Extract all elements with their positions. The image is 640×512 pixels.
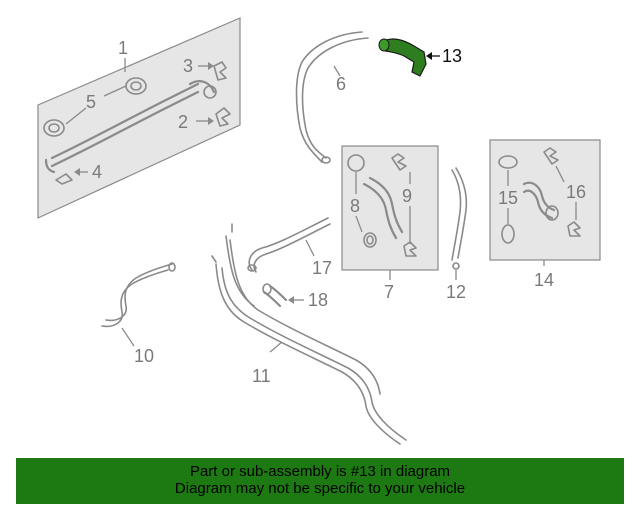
- callout-8: 8: [350, 172, 363, 233]
- callout-12: 12: [446, 270, 466, 302]
- svg-text:18: 18: [308, 290, 328, 310]
- assembly-panel-7: [341, 145, 439, 271]
- svg-text:1: 1: [118, 38, 128, 58]
- svg-text:14: 14: [534, 270, 554, 290]
- callout-13: 13: [426, 46, 462, 66]
- callout-15: 15: [498, 170, 518, 224]
- svg-text:7: 7: [384, 282, 394, 302]
- banner-line-2: Diagram may not be specific to your vehi…: [174, 480, 466, 497]
- svg-text:10: 10: [134, 346, 154, 366]
- svg-text:12: 12: [446, 282, 466, 302]
- callout-18: 18: [288, 290, 328, 310]
- assembly-panel-14: [489, 139, 601, 261]
- svg-text:3: 3: [183, 56, 193, 76]
- svg-text:11: 11: [252, 366, 271, 386]
- callout-14: 14: [534, 260, 554, 290]
- assembly-panel-1: [37, 17, 241, 219]
- svg-text:2: 2: [178, 112, 188, 132]
- callout-3: 3: [183, 56, 214, 76]
- callout-4: 4: [74, 162, 102, 182]
- callout-1: 1: [118, 38, 128, 72]
- callout-9: 9: [402, 172, 412, 244]
- part-6-tube: [295, 31, 369, 164]
- part-12-tube: [451, 167, 468, 270]
- callout-6: 6: [333, 65, 346, 94]
- callout-16: 16: [555, 165, 586, 220]
- svg-text:9: 9: [402, 186, 412, 206]
- part-10-tube: [101, 262, 176, 328]
- callout-17: 17: [305, 239, 332, 278]
- callout-5: 5: [65, 85, 127, 125]
- svg-text:6: 6: [336, 74, 346, 94]
- svg-text:16: 16: [566, 182, 586, 202]
- callout-10: 10: [121, 327, 154, 366]
- svg-text:8: 8: [350, 196, 360, 216]
- part-18-hose: [262, 283, 288, 308]
- banner-line-1: Part or sub-assembly is #13 in diagram: [189, 463, 451, 480]
- svg-text:13: 13: [442, 46, 462, 66]
- callout-2: 2: [178, 112, 214, 132]
- svg-text:5: 5: [86, 92, 96, 112]
- part-13-highlighted: [378, 38, 427, 77]
- part-11-line-bundle: [211, 223, 407, 445]
- svg-text:17: 17: [312, 258, 332, 278]
- callout-11: 11: [252, 341, 283, 386]
- part-17-tube: [247, 217, 331, 273]
- info-banner: Part or sub-assembly is #13 in diagram D…: [16, 458, 624, 504]
- svg-text:15: 15: [498, 188, 518, 208]
- svg-text:4: 4: [92, 162, 102, 182]
- callout-7: 7: [384, 270, 394, 302]
